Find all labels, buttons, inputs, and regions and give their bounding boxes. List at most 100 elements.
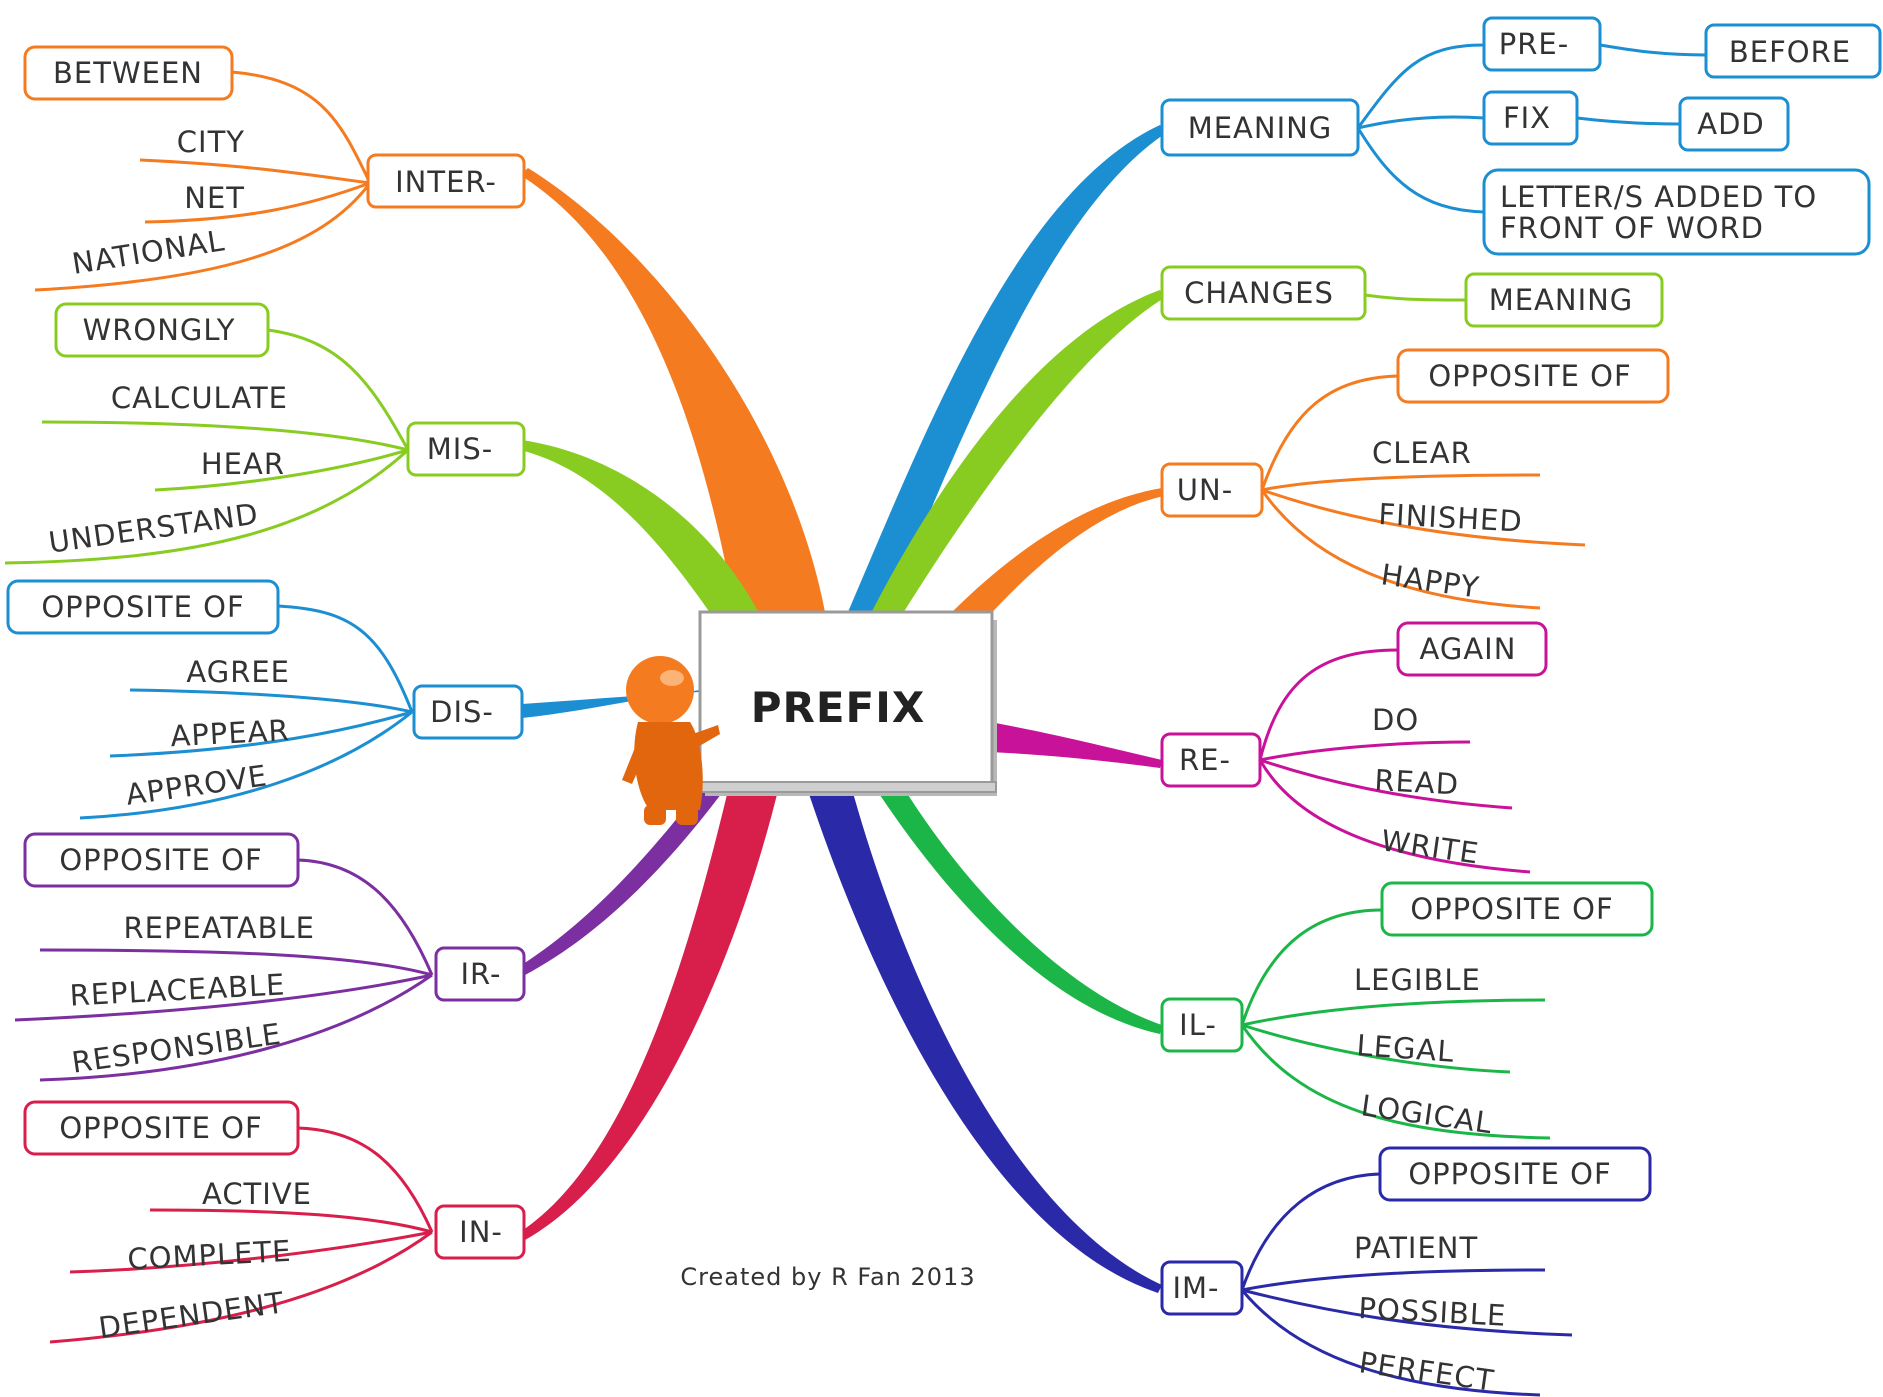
leaf-box <box>23 1100 300 1156</box>
node-box <box>1160 98 1360 157</box>
node-label: IL- <box>1179 1008 1217 1042</box>
leaf-label: RESPONSIBLE <box>70 1017 284 1080</box>
node-label: UN- <box>1177 473 1233 507</box>
leaf-label: PERFECT <box>1357 1345 1496 1397</box>
leaf-label: REPLACEABLE <box>69 967 286 1012</box>
leaf-label: READ <box>1374 763 1460 801</box>
leaf-label: AGAIN <box>1420 632 1517 666</box>
pre-box <box>1482 16 1602 72</box>
leaf-box <box>1378 1146 1652 1202</box>
leaf-label: BETWEEN <box>53 56 203 90</box>
trunk-in <box>520 782 780 1240</box>
definition-line-2: FRONT OF WORD <box>1500 211 1764 245</box>
node-box <box>1160 997 1244 1053</box>
leaf-label: OPPOSITE OF <box>1428 359 1631 393</box>
leaf-box <box>23 832 300 888</box>
leaf-label: WRONGLY <box>83 313 236 347</box>
node-box <box>412 684 524 740</box>
node-box <box>1160 265 1367 321</box>
fix-box <box>1482 90 1579 146</box>
leaf-label: CALCULATE <box>111 381 288 415</box>
branch-dis: DIS- OPPOSITE OF AGREE APPEAR APPROVE <box>6 579 524 812</box>
branch-changes: CHANGES MEANING <box>1160 265 1664 328</box>
node-label: IR- <box>461 957 502 991</box>
node-label: DIS- <box>430 695 494 729</box>
leaf-label: REPEATABLE <box>123 911 315 945</box>
branch-un: UN- OPPOSITE OF CLEAR FINISHED HAPPY <box>1160 348 1670 605</box>
main-trunks <box>520 125 1166 1293</box>
trunk-dis <box>522 690 700 718</box>
before-box <box>1704 23 1882 79</box>
leaf-label: DEPENDENT <box>97 1285 287 1345</box>
leaf-label: MEANING <box>1489 283 1634 317</box>
node-label: IM- <box>1172 1271 1219 1305</box>
leaf-label: CITY <box>177 125 245 159</box>
before-label: BEFORE <box>1729 35 1851 69</box>
leaf-label: WRITE <box>1379 823 1481 870</box>
node-box <box>434 1204 526 1260</box>
leaf-label: OPPOSITE OF <box>59 843 262 877</box>
leaf-label: LEGAL <box>1356 1028 1456 1069</box>
leaf-box <box>1380 881 1654 937</box>
leaf-label: LEGIBLE <box>1354 963 1481 997</box>
node-box <box>1160 462 1264 518</box>
node-box <box>1160 732 1262 788</box>
leaf-label: ACTIVE <box>202 1177 312 1211</box>
leaf-label: PATIENT <box>1354 1231 1478 1265</box>
add-box <box>1678 96 1790 152</box>
leaf-label: NET <box>184 181 245 215</box>
leaf-label: APPEAR <box>170 713 291 753</box>
leaf-label: UNDERSTAND <box>47 497 261 560</box>
leaf-box <box>54 302 270 358</box>
fix-label: FIX <box>1503 101 1551 135</box>
leaf-label: DO <box>1372 703 1419 737</box>
leaf-label: OPPOSITE OF <box>1410 892 1613 926</box>
leaf-label: LOGICAL <box>1359 1088 1495 1140</box>
leaf-label: HEAR <box>201 447 285 481</box>
trunk-im <box>805 782 1162 1293</box>
trunk-mis <box>520 440 760 620</box>
trunk-un <box>952 488 1164 620</box>
definition-box <box>1482 168 1871 256</box>
leaf-label: OPPOSITE OF <box>41 590 244 624</box>
leaf-label: CLEAR <box>1372 436 1472 470</box>
leaf-box <box>1396 621 1548 677</box>
node-box <box>434 946 526 1002</box>
node-box <box>366 153 526 209</box>
node-label: INTER- <box>395 165 497 199</box>
node-label: MEANING <box>1188 111 1333 145</box>
leaf-label: FINISHED <box>1378 497 1524 539</box>
whiteboard-tray <box>697 781 997 793</box>
trunk-il <box>880 782 1162 1034</box>
branch-inter: INTER- BETWEEN CITY NET NATIONAL <box>23 45 526 281</box>
branch-il: IL- OPPOSITE OF LEGIBLE LEGAL LOGICAL <box>1160 881 1654 1140</box>
node-label: MIS- <box>427 432 493 466</box>
branch-meaning: MEANING PRE- BEFORE FIX ADD LETTER/S ADD… <box>1160 16 1882 256</box>
leaf-label: HAPPY <box>1379 557 1481 604</box>
trunk-changes <box>870 290 1164 618</box>
leaf-box <box>1396 348 1670 404</box>
leaf-label: OPPOSITE OF <box>1408 1157 1611 1191</box>
leaf-box <box>23 45 234 101</box>
node-label: CHANGES <box>1184 276 1334 310</box>
whiteboard <box>698 610 994 790</box>
trunk-re <box>990 722 1162 768</box>
node-box <box>406 421 526 477</box>
credit-text: Created by R Fan 2013 <box>680 1263 975 1291</box>
sub-branches <box>4 43 1707 1397</box>
branch-in: IN- OPPOSITE OF ACTIVE COMPLETE DEPENDEN… <box>23 1100 526 1345</box>
node-label: RE- <box>1179 743 1231 777</box>
leaf-label: AGREE <box>186 655 290 689</box>
branch-ir: IR- OPPOSITE OF REPEATABLE REPLACEABLE R… <box>23 832 526 1080</box>
leaf-label: POSSIBLE <box>1358 1291 1508 1333</box>
central-hub: PREFIX <box>622 610 997 825</box>
leaf-label: OPPOSITE OF <box>59 1111 262 1145</box>
node-box <box>1160 1260 1244 1316</box>
presenter-figure <box>622 656 720 825</box>
leaf-label: COMPLETE <box>127 1234 293 1277</box>
node-label: IN- <box>459 1215 503 1249</box>
trunk-meaning <box>848 125 1166 612</box>
trunk-inter <box>520 168 825 612</box>
hub-title: PREFIX <box>751 683 926 732</box>
